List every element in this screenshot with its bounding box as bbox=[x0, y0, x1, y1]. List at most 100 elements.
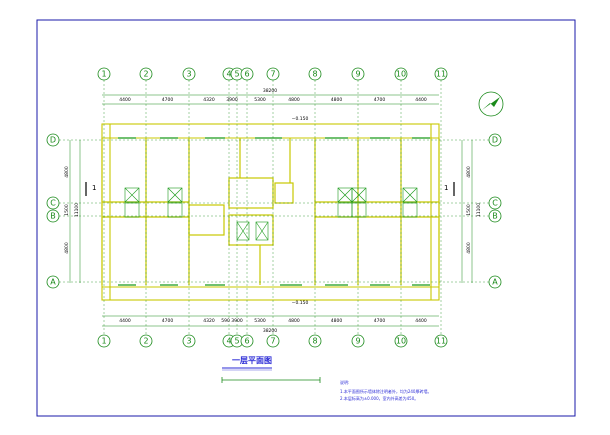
axis-bottom-9: 9 bbox=[351, 334, 365, 348]
dim-left-2: 1500 bbox=[64, 204, 70, 216]
dim-top: 4800 bbox=[288, 97, 300, 103]
section-marker-left: 1 bbox=[85, 182, 96, 196]
dim-bottom: 4800 bbox=[331, 318, 343, 324]
fixtures bbox=[124, 187, 418, 241]
dim-left-3: 4800 bbox=[64, 242, 70, 254]
dim-top: 4700 bbox=[374, 97, 386, 103]
dim-top: 5300 bbox=[254, 97, 266, 103]
axis-top-label: 3 bbox=[186, 70, 191, 79]
axis-bottom-label: 7 bbox=[270, 337, 275, 346]
axis-bottom-label: 3 bbox=[186, 337, 191, 346]
axis-bottom-5: 5 bbox=[230, 334, 244, 348]
axis-top-label: 4 bbox=[226, 70, 231, 79]
building-outline bbox=[101, 123, 440, 301]
dim-top: 4400 bbox=[415, 97, 427, 103]
dim-left-total: 11100 bbox=[74, 203, 80, 217]
axis-left-C: C bbox=[46, 196, 60, 210]
axis-bottom-10: 10 bbox=[394, 334, 408, 348]
dim-right-1: 4800 bbox=[466, 166, 472, 178]
axis-bottom-label: 9 bbox=[355, 337, 360, 346]
dim-bottom: 4700 bbox=[374, 318, 386, 324]
overall-dimension-bottom: 38200 bbox=[263, 328, 277, 334]
narrow-dimension-bottom: 590 3900 bbox=[221, 318, 243, 324]
axis-left-label: A bbox=[50, 278, 56, 287]
axis-bottom-7: 7 bbox=[266, 334, 280, 348]
axis-top-label: 5 bbox=[234, 70, 239, 79]
sheet-border bbox=[36, 19, 576, 417]
axis-left-D: D bbox=[46, 133, 60, 147]
dim-top: 4400 bbox=[119, 97, 131, 103]
axis-bottom-label: 4 bbox=[226, 337, 231, 346]
axis-bottom-label: 2 bbox=[143, 337, 148, 346]
axis-bubbles-left: D CB A bbox=[46, 133, 60, 289]
dimension-lines bbox=[69, 94, 473, 327]
dim-bottom: 4700 bbox=[162, 318, 174, 324]
axis-top-10: 10 bbox=[394, 67, 408, 81]
axis-bottom-1: 1 bbox=[97, 334, 111, 348]
dim-top: 4320 bbox=[203, 97, 215, 103]
section-label-right: 1 bbox=[444, 184, 448, 192]
dim-right-2: 1500 bbox=[466, 204, 472, 216]
axis-bottom-label: 1 bbox=[101, 337, 106, 346]
axis-right-B: B bbox=[488, 209, 502, 223]
north-arrow-icon bbox=[478, 91, 504, 117]
left-dimension-texts: 4800 1500 4800 11100 4800 1500 4800 1110… bbox=[64, 166, 482, 254]
section-label-left: 1 bbox=[92, 184, 96, 192]
axis-left-label: D bbox=[50, 136, 56, 145]
axis-top-label: 10 bbox=[396, 70, 406, 79]
axis-bottom-3: 3 bbox=[182, 334, 196, 348]
axis-left-B: B bbox=[46, 209, 60, 223]
axis-bubbles-right: D CB A bbox=[488, 133, 502, 289]
dim-left-1: 4800 bbox=[64, 166, 70, 178]
axis-bottom-8: 8 bbox=[308, 334, 322, 348]
axis-bottom-label: 8 bbox=[312, 337, 317, 346]
axis-bottom-label: 6 bbox=[244, 337, 249, 346]
axis-bottom-11: 11 bbox=[434, 334, 448, 348]
axis-top-7: 7 bbox=[266, 67, 280, 81]
axis-top-label: 11 bbox=[436, 70, 446, 79]
drawing-title: 一层平面图 bbox=[232, 356, 272, 365]
axis-right-label: A bbox=[492, 278, 498, 287]
axis-top-2: 2 bbox=[139, 67, 153, 81]
openings bbox=[118, 137, 430, 286]
axis-top-label: 8 bbox=[312, 70, 317, 79]
interior-walls bbox=[101, 138, 440, 285]
axis-top-label: 7 bbox=[270, 70, 275, 79]
axis-top-label: 9 bbox=[355, 70, 360, 79]
dim-bottom: 4400 bbox=[415, 318, 427, 324]
axis-right-label: D bbox=[492, 136, 498, 145]
axis-top-label: 2 bbox=[143, 70, 148, 79]
note-heading: 说明: bbox=[340, 379, 349, 385]
dim-bottom: 4320 bbox=[203, 318, 215, 324]
axis-bottom-2: 2 bbox=[139, 334, 153, 348]
axis-left-A: A bbox=[46, 275, 60, 289]
axis-right-C: C bbox=[488, 196, 502, 210]
axis-top-6: 6 bbox=[240, 67, 254, 81]
level-bottom: −0.150 bbox=[292, 300, 309, 306]
dim-top: 4800 bbox=[331, 97, 343, 103]
axis-top-3: 3 bbox=[182, 67, 196, 81]
axis-top-9: 9 bbox=[351, 67, 365, 81]
note-line-1: 1.本平面图所示墙体除注明者外，均为240厚砖墙。 bbox=[340, 388, 431, 394]
axis-bottom-label: 10 bbox=[396, 337, 406, 346]
axis-right-A: A bbox=[488, 275, 502, 289]
scale-bar bbox=[221, 377, 321, 383]
section-marker-right: 1 bbox=[444, 182, 455, 196]
overall-dimension-top: 38200 bbox=[263, 88, 277, 94]
dim-bottom: 5300 bbox=[254, 318, 266, 324]
level-top: −0.150 bbox=[292, 116, 309, 122]
narrow-dimension-top: 3900 bbox=[226, 97, 238, 103]
grid-lines bbox=[59, 80, 489, 335]
axis-left-label: B bbox=[50, 212, 56, 221]
dim-bottom: 4800 bbox=[288, 318, 300, 324]
axis-bottom-label: 11 bbox=[436, 337, 446, 346]
axis-top-1: 1 bbox=[97, 67, 111, 81]
axis-top-label: 6 bbox=[244, 70, 249, 79]
axis-top-label: 1 bbox=[101, 70, 106, 79]
